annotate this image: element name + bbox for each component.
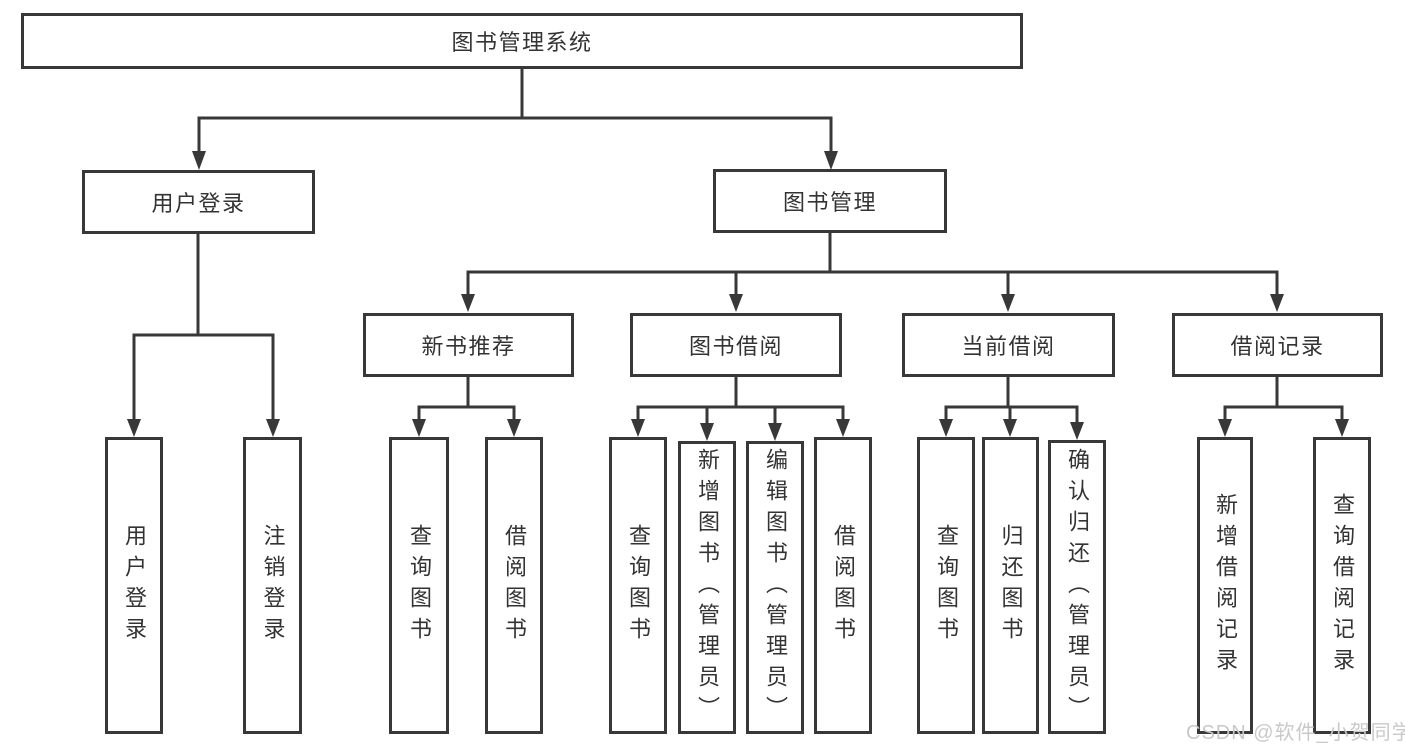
- node-leaf-query-books-3: 查询图书: [917, 437, 975, 734]
- arrowhead-icon: [768, 423, 782, 441]
- arrowhead-icon: [507, 419, 521, 437]
- node-leaf-return-books: 归还图书: [982, 437, 1039, 734]
- node-user-login-label: 用户登录: [151, 191, 246, 216]
- node-new-book-recommendation: 新书推荐: [363, 313, 574, 377]
- arrowhead-icon: [631, 419, 645, 437]
- arrowhead-icon: [412, 419, 426, 437]
- node-leaf-user-login-label: 用户登录: [122, 523, 147, 648]
- node-leaf-add-borrow-record-label: 新增借阅记录: [1213, 492, 1238, 679]
- node-leaf-query-books-1: 查询图书: [389, 437, 449, 734]
- node-leaf-edit-books-admin-label: 编辑图书（管理员）: [763, 448, 788, 727]
- csdn-watermark: CSDN @软件_小贺同学: [1186, 722, 1405, 744]
- arrowhead-icon: [1001, 294, 1015, 312]
- arrowhead-icon: [1070, 422, 1084, 440]
- arrowhead-icon: [824, 151, 838, 170]
- node-current-borrowing-label: 当前借阅: [961, 334, 1056, 359]
- arrowhead-icon: [461, 294, 475, 312]
- node-book-borrowing: 图书借阅: [630, 313, 842, 377]
- arrowhead-icon: [1218, 419, 1232, 437]
- node-leaf-query-books-3-label: 查询图书: [934, 523, 959, 648]
- arrowhead-icon: [192, 151, 206, 170]
- node-user-login: 用户登录: [82, 170, 315, 234]
- node-current-borrowing: 当前借阅: [902, 313, 1115, 377]
- arrowhead-icon: [1335, 419, 1349, 437]
- arrowhead-icon: [266, 419, 280, 437]
- node-leaf-query-books-1-label: 查询图书: [407, 523, 432, 648]
- node-leaf-confirm-return-admin: 确认归还（管理员）: [1048, 440, 1106, 734]
- node-leaf-confirm-return-admin-label: 确认归还（管理员）: [1065, 447, 1090, 727]
- node-leaf-logout-label: 注销登录: [260, 523, 286, 648]
- node-book-management-label: 图书管理: [782, 190, 877, 215]
- node-leaf-return-books-label: 归还图书: [998, 523, 1024, 648]
- node-book-borrowing-label: 图书借阅: [688, 334, 783, 359]
- node-new-book-recommendation-label: 新书推荐: [421, 334, 516, 359]
- arrowhead-icon: [127, 419, 141, 437]
- node-book-management: 图书管理: [713, 169, 947, 233]
- node-library-system: 图书管理系统: [21, 13, 1023, 69]
- node-leaf-logout: 注销登录: [243, 437, 302, 734]
- node-leaf-borrow-books-2-label: 借阅图书: [831, 523, 856, 648]
- arrowhead-icon: [700, 423, 714, 441]
- arrowhead-icon: [729, 294, 743, 312]
- node-leaf-borrow-books-1-label: 借阅图书: [502, 523, 527, 648]
- node-leaf-borrow-books-2: 借阅图书: [814, 437, 872, 734]
- arrowhead-icon: [836, 419, 850, 437]
- node-borrowing-records: 借阅记录: [1172, 313, 1383, 377]
- node-leaf-query-books-2: 查询图书: [609, 437, 667, 734]
- arrowhead-icon: [1003, 419, 1017, 437]
- node-leaf-edit-books-admin: 编辑图书（管理员）: [746, 441, 804, 734]
- node-leaf-query-books-2-label: 查询图书: [626, 523, 651, 648]
- node-leaf-user-login: 用户登录: [105, 437, 163, 734]
- node-leaf-add-books-admin: 新增图书（管理员）: [678, 441, 736, 734]
- node-leaf-query-borrow-record-label: 查询借阅记录: [1330, 492, 1355, 679]
- arrowhead-icon: [1270, 294, 1284, 312]
- node-leaf-add-borrow-record: 新增借阅记录: [1197, 437, 1253, 734]
- arrowhead-icon: [939, 419, 953, 437]
- node-leaf-add-books-admin-label: 新增图书（管理员）: [695, 448, 720, 727]
- node-library-system-label: 图书管理系统: [451, 30, 593, 55]
- node-borrowing-records-label: 借阅记录: [1230, 334, 1325, 359]
- node-leaf-borrow-books-1: 借阅图书: [485, 437, 543, 734]
- node-leaf-query-borrow-record: 查询借阅记录: [1313, 437, 1371, 734]
